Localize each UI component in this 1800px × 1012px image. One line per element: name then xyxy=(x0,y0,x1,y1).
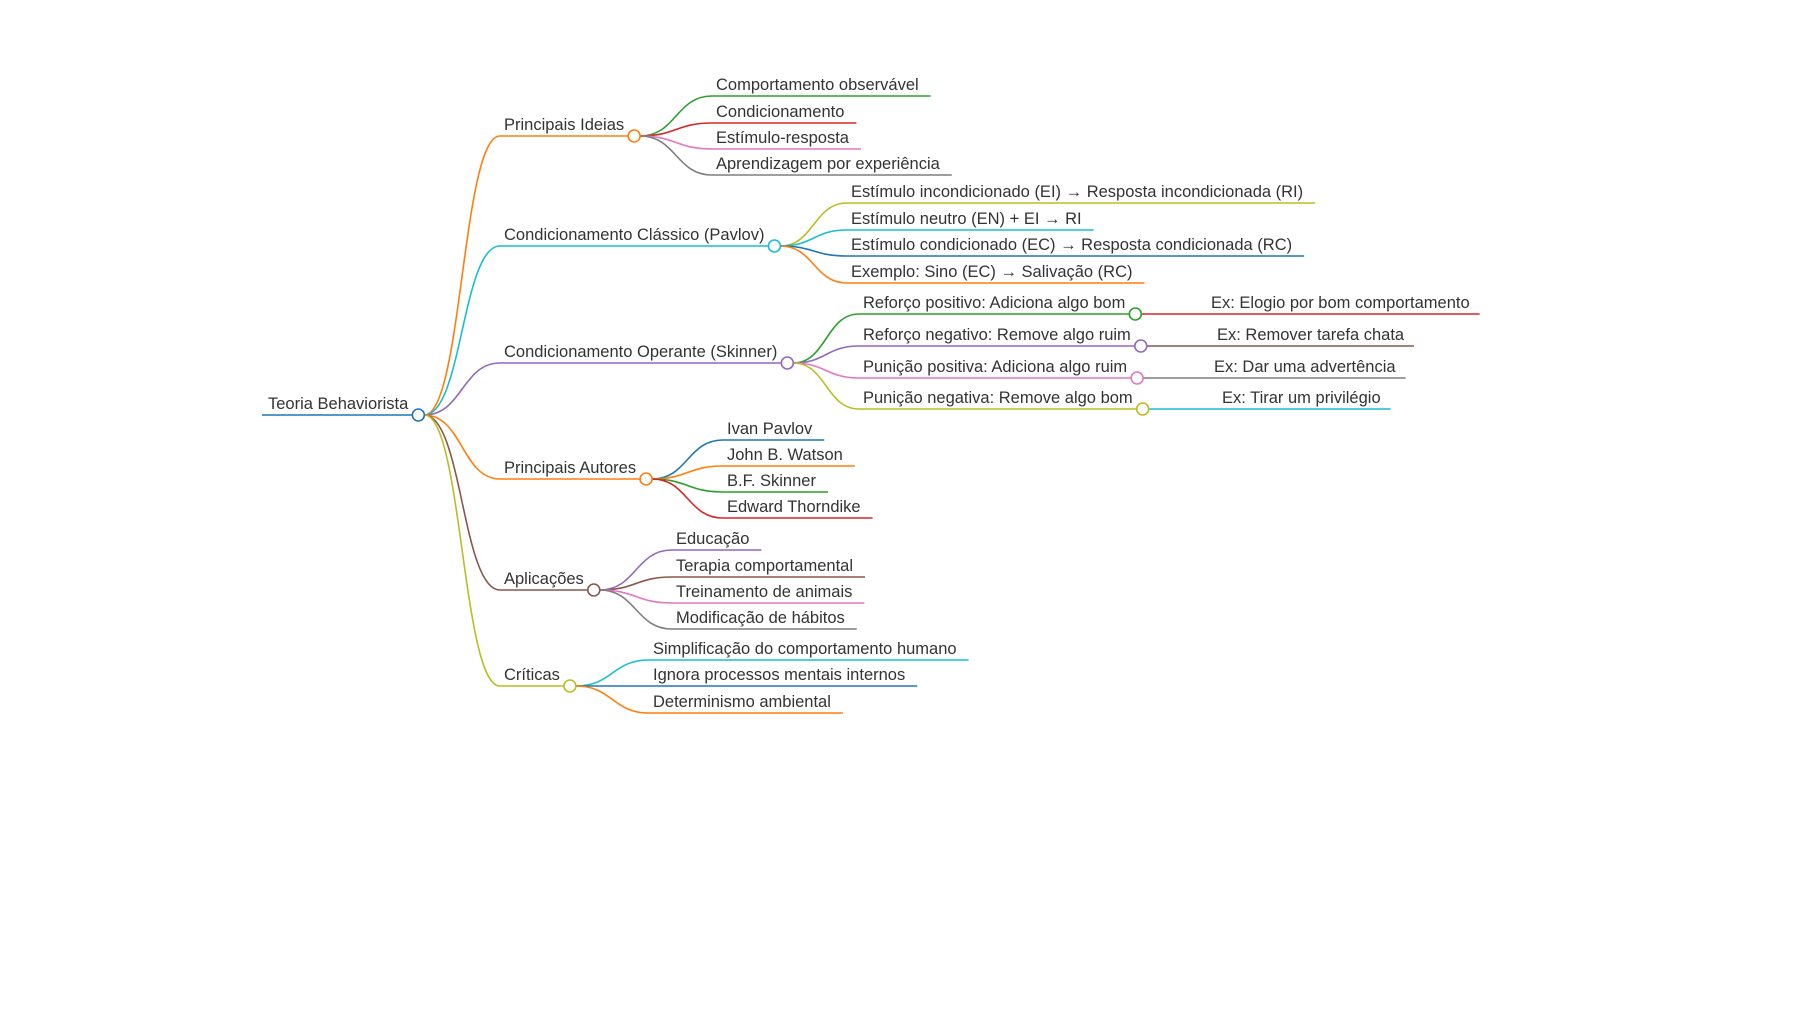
toggle-node-reforco-negativo-remove-algo-ruim[interactable] xyxy=(1133,339,1148,353)
node-label-condicionamento-classico-pavlov: Condicionamento Clássico (Pavlov) xyxy=(504,226,764,244)
node-label-teoria-behaviorista: Teoria Behaviorista xyxy=(268,395,409,413)
node-label-aplicacoes: Aplicações xyxy=(504,570,584,588)
toggle-node-condicionamento-classico-pavlov[interactable] xyxy=(767,239,782,253)
node-label-reforco-positivo-adiciona-algo-bom: Reforço positivo: Adiciona algo bom xyxy=(863,294,1125,312)
link-root-to-condicionamento-classico-pavlov xyxy=(424,245,501,416)
node-label-b-f-skinner: B.F. Skinner xyxy=(727,472,816,490)
toggle-node-principais-autores[interactable] xyxy=(639,472,653,486)
node-label-modificacao-de-habitos: Modificação de hábitos xyxy=(676,609,845,627)
node-label-condicionamento: Condicionamento xyxy=(716,103,844,121)
node-label-john-b-watson: John B. Watson xyxy=(727,446,843,464)
toggle-node-condicionamento-operante-skinner[interactable] xyxy=(780,356,795,370)
link-root-to-criticas xyxy=(424,414,501,687)
link-to-aprendizagem-por-experiencia xyxy=(640,135,713,176)
root-toggle-node[interactable] xyxy=(411,408,426,422)
link-to-estimulo-neutro-en-ei-ri xyxy=(780,229,848,247)
node-label-criticas: Críticas xyxy=(504,666,560,684)
toggle-node-punicao-negativa-remove-algo-bom[interactable] xyxy=(1135,402,1150,416)
node-label-terapia-comportamental: Terapia comportamental xyxy=(676,557,853,575)
link-to-reforco-positivo-adiciona-algo-bom xyxy=(793,313,860,364)
node-label-simplificacao-do-comportamento-humano: Simplificação do comportamento humano xyxy=(653,640,957,658)
link-to-estimulo-incondicionado-ei-resposta-inco xyxy=(780,202,848,247)
node-label-estimulo-condicionado-ec-resposta-condic: Estímulo condicionado (EC) → Resposta co… xyxy=(851,236,1292,254)
node-label-principais-autores: Principais Autores xyxy=(504,459,636,477)
link-to-simplificacao-do-comportamento-humano xyxy=(575,659,650,687)
node-label-ex-dar-uma-advertencia: Ex: Dar uma advertência xyxy=(1214,358,1396,376)
node-label-reforco-negativo-remove-algo-ruim: Reforço negativo: Remove algo ruim xyxy=(863,326,1131,344)
node-label-ex-remover-tarefa-chata: Ex: Remover tarefa chata xyxy=(1217,326,1405,344)
node-label-determinismo-ambiental: Determinismo ambiental xyxy=(653,693,831,711)
mindmap-nodes: Teoria Behaviorista Principais Ideias Comp… xyxy=(268,76,1470,711)
toggle-node-criticas[interactable] xyxy=(563,679,577,693)
toggle-node-reforco-positivo-adiciona-algo-bom[interactable] xyxy=(1128,307,1143,321)
node-label-ignora-processos-mentais-internos: Ignora processos mentais internos xyxy=(653,666,905,684)
node-label-ex-tirar-um-privilegio: Ex: Tirar um privilégio xyxy=(1222,389,1381,407)
link-root-to-principais-autores xyxy=(424,414,501,480)
node-label-ex-elogio-por-bom-comportamento: Ex: Elogio por bom comportamento xyxy=(1211,294,1470,312)
node-label-punicao-negativa-remove-algo-bom: Punição negativa: Remove algo bom xyxy=(863,389,1133,407)
node-label-educacao: Educação xyxy=(676,530,749,548)
link-to-determinismo-ambiental xyxy=(575,685,650,714)
toggle-node-punicao-positiva-adiciona-algo-ruim[interactable] xyxy=(1130,371,1144,385)
link-to-modificacao-de-habitos xyxy=(599,589,673,630)
branch-links xyxy=(262,95,1480,714)
link-root-to-principais-ideias xyxy=(424,135,501,416)
node-label-condicionamento-operante-skinner: Condicionamento Operante (Skinner) xyxy=(504,343,777,361)
link-to-exemplo-sino-ec-salivacao-rc xyxy=(780,245,848,284)
node-label-estimulo-neutro-en-ei-ri: Estímulo neutro (EN) + EI → RI xyxy=(851,210,1082,228)
link-to-ivan-pavlov xyxy=(652,439,724,480)
link-to-punicao-negativa-remove-algo-bom xyxy=(793,362,860,410)
toggle-node-principais-ideias[interactable] xyxy=(627,129,641,143)
node-label-punicao-positiva-adiciona-algo-ruim: Punição positiva: Adiciona algo ruim xyxy=(863,358,1127,376)
link-root-to-condicionamento-operante-skinner xyxy=(424,362,501,416)
link-to-edward-thorndike xyxy=(652,478,724,519)
node-label-edward-thorndike: Edward Thorndike xyxy=(727,498,861,516)
node-label-aprendizagem-por-experiencia: Aprendizagem por experiência xyxy=(716,155,941,173)
node-label-ivan-pavlov: Ivan Pavlov xyxy=(727,420,813,438)
node-label-principais-ideias: Principais Ideias xyxy=(504,116,624,134)
link-to-educacao xyxy=(599,549,673,591)
link-to-reforco-negativo-remove-algo-ruim xyxy=(793,345,860,364)
node-label-estimulo-incondicionado-ei-resposta-inco: Estímulo incondicionado (EI) → Resposta … xyxy=(851,183,1303,201)
link-root-to-aplicacoes xyxy=(424,414,501,591)
node-label-estimulo-resposta: Estímulo-resposta xyxy=(716,129,850,147)
node-label-comportamento-observavel: Comportamento observável xyxy=(716,76,919,94)
node-label-exemplo-sino-ec-salivacao-rc: Exemplo: Sino (EC) → Salivação (RC) xyxy=(851,263,1133,281)
toggle-node-aplicacoes[interactable] xyxy=(586,583,601,597)
node-label-treinamento-de-animais: Treinamento de animais xyxy=(676,583,852,601)
link-to-comportamento-observavel xyxy=(640,95,713,137)
